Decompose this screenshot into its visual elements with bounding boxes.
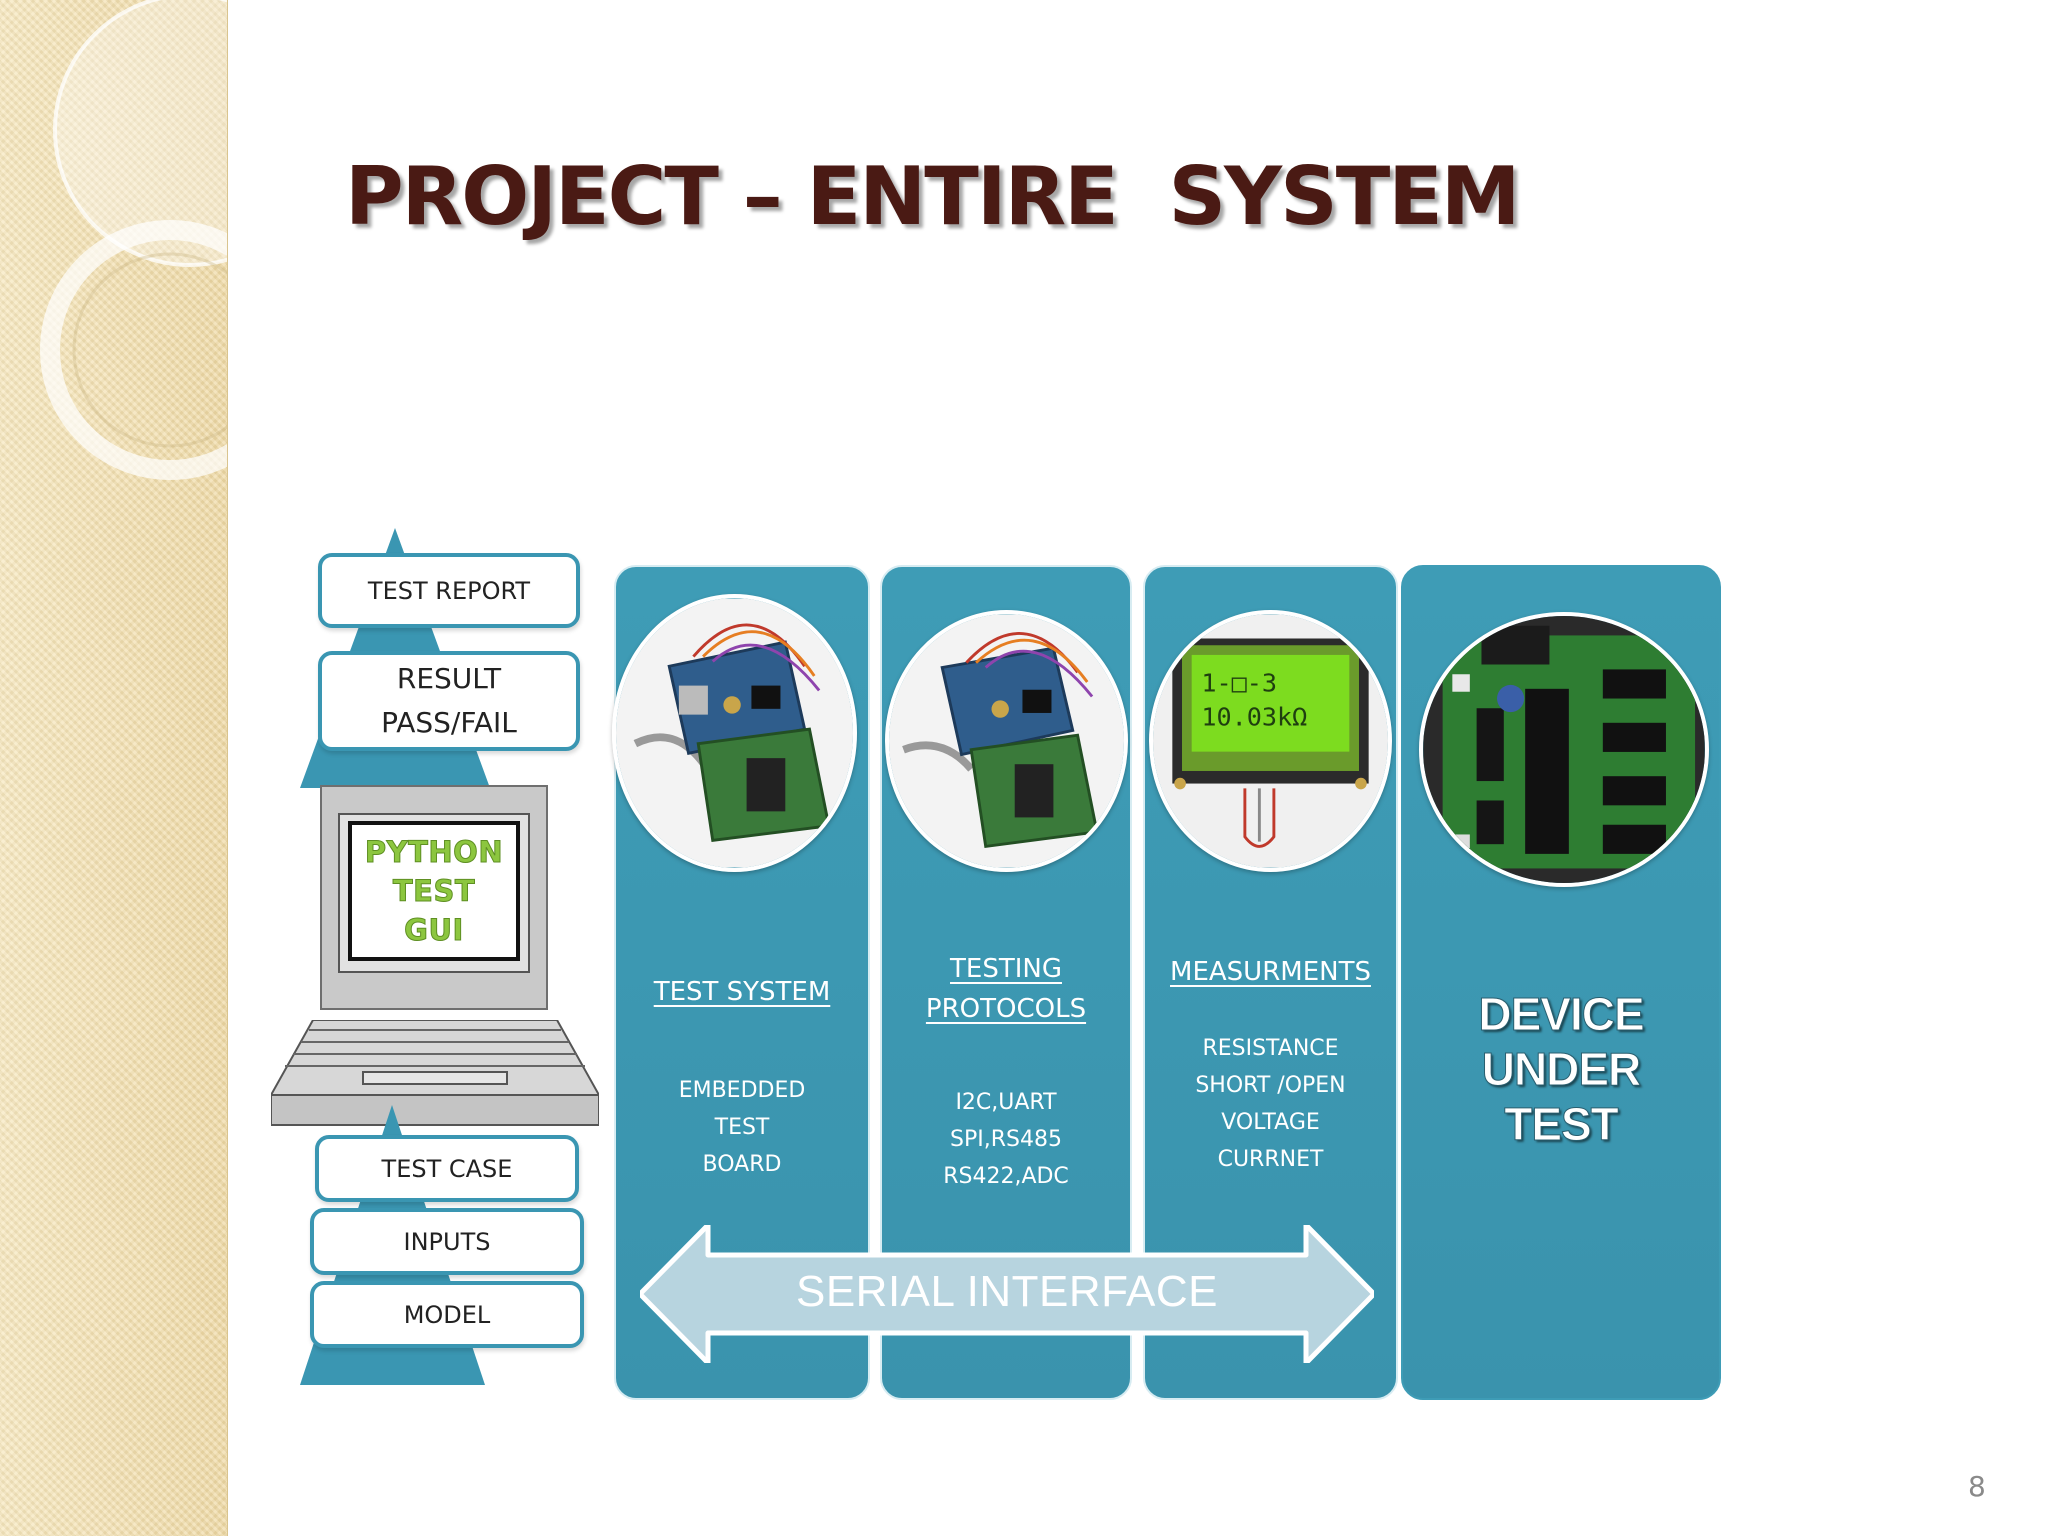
heading-test-system: TEST SYSTEM [616,972,868,1012]
python-gui-screen: PYTHON TEST GUI [348,821,520,961]
test-system-line1: EMBEDDED [678,1078,806,1103]
gui-text-test: TEST [392,873,476,908]
test-system-heading: TEST SYSTEM [653,977,831,1007]
dut-line1: DEVICE [1478,988,1645,1041]
slide-title: PROJECT – ENTIRE SYSTEM [345,150,1521,243]
photo-embedded-board [612,594,857,872]
test-system-line3: BOARD [702,1152,782,1177]
measurment-line4: CURRNET [1217,1147,1324,1172]
laptop-lid: PYTHON TEST GUI [320,785,548,1010]
test-report-box: TEST REPORT [318,553,580,628]
lcd-meter-image: 1-□-3 10.03kΩ [1153,614,1388,868]
protocol-line2: SPI,RS485 [950,1127,1062,1152]
inputs-box: INPUTS [310,1208,584,1275]
protocol-line3: RS422,ADC [943,1164,1069,1189]
protocol-board-image [889,614,1124,868]
embedded-board-image [616,598,853,868]
photo-protocol-board [885,610,1128,872]
dut-label: DEVICE UNDER TEST [1403,987,1719,1152]
dut-line2: UNDER [1481,1043,1642,1096]
result-box: RESULT PASS/FAIL [318,651,580,751]
laptop-bezel: PYTHON TEST GUI [338,813,530,973]
gui-text-python: PYTHON [364,834,504,869]
serial-interface-label: SERIAL INTERFACE [795,1267,1219,1316]
model-label: MODEL [403,1300,491,1329]
dut-line3: TEST [1504,1098,1620,1151]
laptop-keyboard-icon [271,1020,599,1126]
result-label: RESULT [396,662,502,695]
dut-board-image [1423,616,1705,883]
panel-measurments: 1-□-3 10.03kΩ MEASURMENTS RESISTANCE SHO… [1143,565,1398,1400]
testing-heading: TESTING [950,954,1062,984]
measurment-line3: VOLTAGE [1221,1110,1320,1135]
protocol-list: I2C,UART SPI,RS485 RS422,ADC [882,1084,1130,1195]
photo-dut-board [1419,612,1709,887]
heading-testing-protocols: TESTING PROTOCOLS [882,949,1130,1029]
page-number: 8 [1968,1470,1986,1503]
pass-fail-label: PASS/FAIL [381,706,517,739]
test-case-box: TEST CASE [315,1135,579,1202]
test-case-label: TEST CASE [381,1154,513,1183]
measurment-line2: SHORT /OPEN [1195,1073,1346,1098]
test-report-label: TEST REPORT [367,576,531,605]
lcd-line2: 10.03kΩ [1201,703,1307,732]
decorative-rings [40,0,227,480]
protocols-heading: PROTOCOLS [925,994,1087,1024]
test-system-details: EMBEDDED TEST BOARD [616,1072,868,1183]
measurment-line1: RESISTANCE [1202,1036,1339,1061]
test-system-line2: TEST [714,1115,770,1140]
gui-text-gui: GUI [404,912,464,947]
panel-device-under-test: DEVICE UNDER TEST [1401,565,1721,1400]
lcd-line1: 1-□-3 [1201,669,1277,698]
inputs-label: INPUTS [403,1227,491,1256]
heading-measurments: MEASURMENTS [1145,952,1396,992]
double-arrow-icon [640,1225,1374,1363]
photo-lcd-meter: 1-□-3 10.03kΩ [1149,610,1392,872]
measurments-heading: MEASURMENTS [1170,957,1371,987]
measurment-list: RESISTANCE SHORT /OPEN VOLTAGE CURRNET [1145,1030,1396,1178]
protocol-line1: I2C,UART [955,1090,1057,1115]
model-box: MODEL [310,1281,584,1348]
decorative-side-band [0,0,228,1536]
